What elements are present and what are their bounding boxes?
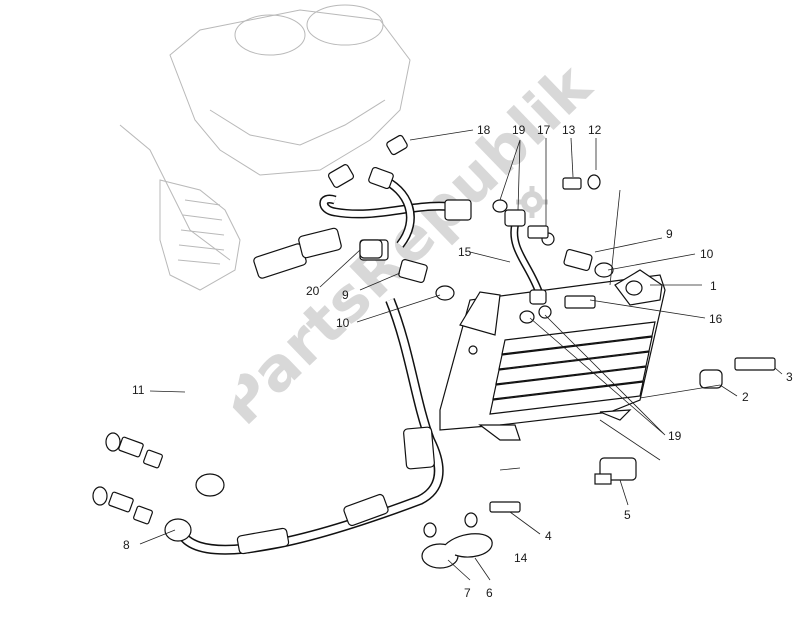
leader-lines — [139, 129, 783, 581]
callout-9-left: 9 — [342, 288, 349, 302]
oil-hose-8 — [164, 239, 444, 555]
callout-10-left: 10 — [336, 316, 350, 330]
oil-cooler-radiator — [439, 269, 666, 441]
callout-18: 18 — [477, 123, 491, 137]
oil-hose-11 — [179, 227, 342, 497]
callout-7: 7 — [464, 586, 471, 600]
callout-2: 2 — [742, 390, 749, 404]
oil-hose-18 — [319, 134, 472, 248]
callout-12: 12 — [588, 123, 602, 137]
callout-10-right: 10 — [700, 247, 714, 261]
callout-8: 8 — [123, 538, 130, 552]
callout-20: 20 — [306, 284, 320, 298]
callout-6: 6 — [486, 586, 493, 600]
callout-15: 15 — [458, 245, 472, 259]
fittings — [92, 174, 776, 569]
callout-1: 1 — [710, 279, 717, 293]
callout-3: 3 — [786, 370, 793, 384]
radiator-fins — [489, 321, 656, 415]
callout-17: 17 — [537, 123, 551, 137]
callout-labels: 1 2 3 4 5 6 7 8 9 9 10 10 11 12 13 14 15… — [123, 123, 793, 600]
callout-19-bottom: 19 — [668, 429, 682, 443]
callout-9-right: 9 — [666, 227, 673, 241]
callout-19-top: 19 — [512, 123, 526, 137]
oil-pipe-15 — [504, 209, 547, 305]
callout-4: 4 — [545, 529, 552, 543]
callout-14: 14 — [514, 551, 528, 565]
callout-5: 5 — [624, 508, 631, 522]
callout-16: 16 — [709, 312, 723, 326]
gear-icon — [516, 186, 548, 218]
engine-outline — [119, 4, 411, 291]
callout-13: 13 — [562, 123, 576, 137]
callout-11: 11 — [132, 383, 145, 397]
